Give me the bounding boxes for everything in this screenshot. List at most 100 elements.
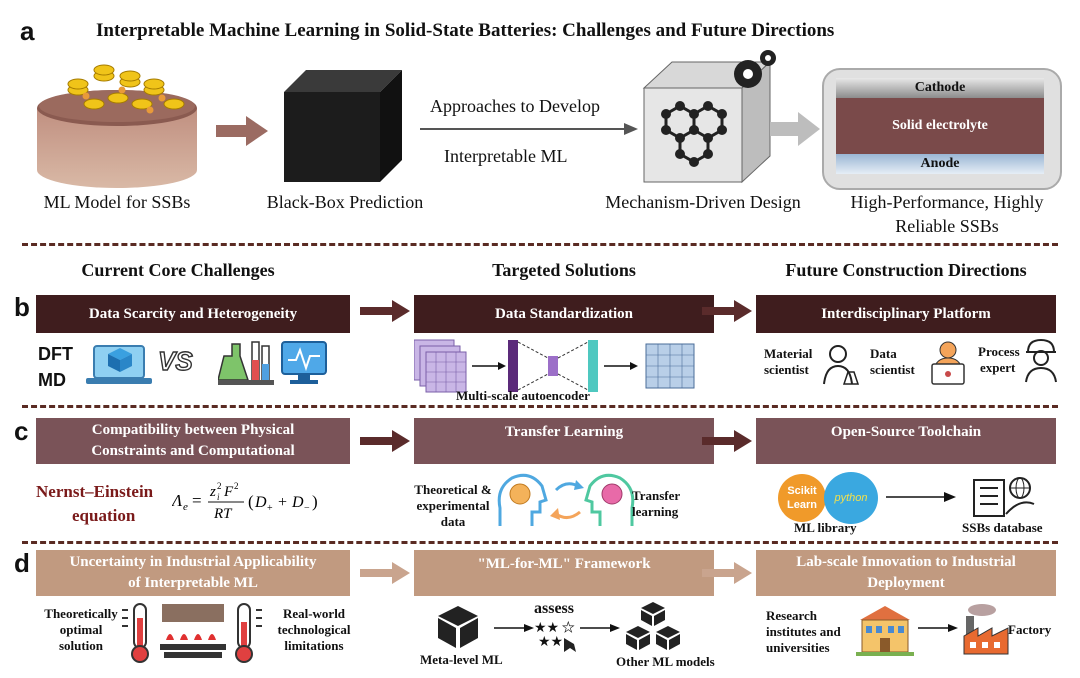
theoretically-label-line3: solution <box>58 638 104 653</box>
svg-text:RT: RT <box>213 506 233 522</box>
panel-d-letter: d <box>14 548 30 578</box>
transfer-label-line1: Transfer <box>632 488 681 503</box>
assess-label: assess <box>534 600 575 617</box>
panel-b-letter: b <box>14 292 30 322</box>
process-expert-label-line1: Process <box>978 344 1020 359</box>
svg-text:2: 2 <box>217 481 222 491</box>
arrow-label-top: Approaches to Develop <box>430 96 600 116</box>
material-scientist-label-line2: scientist <box>764 362 809 377</box>
realworld-label-line2: technological <box>277 622 351 637</box>
svg-text:+: + <box>278 494 287 511</box>
svg-text:★★: ★★ <box>538 635 563 650</box>
svg-text:e: e <box>183 501 188 513</box>
transfer-learning-icon <box>497 473 635 526</box>
equation-name-line2: equation <box>72 506 136 525</box>
svg-text:Λ: Λ <box>172 491 183 510</box>
data-scientist-label-line1: Data <box>870 346 897 361</box>
panel-a-letter: a <box>20 16 35 46</box>
battery-anode: Anode <box>836 154 1044 174</box>
solution-box-d: "ML-for-ML" Framework <box>414 550 714 596</box>
svg-text:F: F <box>223 484 234 500</box>
column-header-directions: Future Construction Directions <box>785 260 1027 280</box>
dft-label: DFT <box>38 344 73 364</box>
svg-text:2: 2 <box>234 481 239 491</box>
scientist-person-icon <box>823 345 860 385</box>
arrow-right-icon <box>360 430 410 452</box>
direction-box-c: Open-Source Toolchain <box>756 418 1056 464</box>
battery-electrolyte: Solid electrolyte <box>836 98 1044 154</box>
svg-text:i: i <box>217 492 220 502</box>
process-expert-label-line2: expert <box>980 360 1016 375</box>
python-logo: python <box>824 472 878 524</box>
svg-text:★: ★ <box>562 621 575 636</box>
figure-title: Interpretable Machine Learning in Solid-… <box>96 20 835 41</box>
challenge-box-d: Uncertainty in Industrial Applicability … <box>36 550 350 596</box>
equation-name-line1: Nernst–Einstein <box>36 482 154 501</box>
svg-text:(: ( <box>248 492 254 511</box>
section-divider <box>22 243 1058 246</box>
arrow-right-icon <box>360 300 410 322</box>
factory-icon <box>963 604 1009 655</box>
research-label-line2: institutes and <box>766 624 841 639</box>
lab-flask-icon <box>218 341 274 385</box>
scikit-learn-logo: Scikit Learn <box>778 474 826 522</box>
ssbs-caption-line1: High-Performance, Highly <box>850 192 1044 212</box>
svg-text:D: D <box>291 494 304 511</box>
svg-text:+: + <box>267 503 273 514</box>
thermometer-icon <box>235 603 262 663</box>
ssbs-database-label: SSBs database <box>962 520 1043 535</box>
svg-text:★★: ★★ <box>534 621 559 636</box>
arrow-right-icon <box>886 492 956 502</box>
gear-icon <box>734 50 776 88</box>
cube-icon <box>438 606 478 648</box>
arrow-right-icon <box>702 300 752 322</box>
data-scientist-icon <box>931 341 965 385</box>
realworld-label-line1: Real-world <box>282 606 346 621</box>
cubes-stack-icon <box>626 602 680 650</box>
scikit-logo-line1: Scikit <box>787 485 817 497</box>
factory-label: Factory <box>1008 622 1052 637</box>
long-arrow-icon <box>420 123 638 135</box>
solution-box-b: Data Standardization <box>414 295 714 333</box>
ml-library-label: ML library <box>794 520 857 535</box>
arrow-right-icon <box>494 624 534 632</box>
university-building-icon <box>856 606 914 656</box>
autoencoder-label: Multi-scale autoencoder <box>456 388 590 403</box>
other-models-label: Other ML models <box>616 654 715 669</box>
arrow-right-icon <box>580 624 620 632</box>
glass-cube-molecule-icon <box>642 50 776 184</box>
challenge-box-b: Data Scarcity and Heterogeneity <box>36 295 350 333</box>
theoretically-label-line2: optimal <box>59 622 103 637</box>
transfer-label-line2: learning <box>632 504 679 519</box>
scikit-logo-line2: Learn <box>787 499 817 511</box>
mechanism-caption: Mechanism-Driven Design <box>605 192 801 212</box>
data-scientist-label-line2: scientist <box>870 362 915 377</box>
realworld-label-line3: limitations <box>284 638 344 653</box>
database-globe-icon <box>973 477 1035 517</box>
svg-text:z: z <box>209 484 216 500</box>
svg-text:): ) <box>312 492 318 511</box>
svg-text:D: D <box>254 494 267 511</box>
research-label-line3: universities <box>766 640 830 655</box>
ml-model-caption: ML Model for SSBs <box>43 192 191 212</box>
direction-box-d: Lab-scale Innovation to Industrial Deplo… <box>756 550 1056 596</box>
ssbs-caption-line2: Reliable SSBs <box>895 216 999 236</box>
arrow-right-icon <box>770 112 820 146</box>
star-rating-icon: ★★★ ★★ <box>534 621 576 652</box>
versus-label: VS <box>157 345 193 376</box>
ml-model-illustration <box>37 64 197 188</box>
section-divider <box>22 405 1058 408</box>
arrow-right-icon <box>918 624 958 632</box>
challenge-box-c: Compatibility between Physical Constrain… <box>36 418 350 464</box>
direction-box-b: Interdisciplinary Platform <box>756 295 1056 333</box>
challenge-c-line1: Compatibility between Physical <box>91 422 295 438</box>
arrow-right-icon <box>360 562 410 584</box>
research-label-line1: Research <box>766 608 818 623</box>
meta-level-label: Meta-level ML <box>420 652 503 667</box>
theoretical-label-line3: data <box>440 514 466 529</box>
panel-c-letter: c <box>14 416 29 446</box>
hard-hat-worker-icon <box>1025 338 1057 383</box>
column-header-solutions: Targeted Solutions <box>492 260 636 280</box>
section-divider <box>22 541 1058 544</box>
